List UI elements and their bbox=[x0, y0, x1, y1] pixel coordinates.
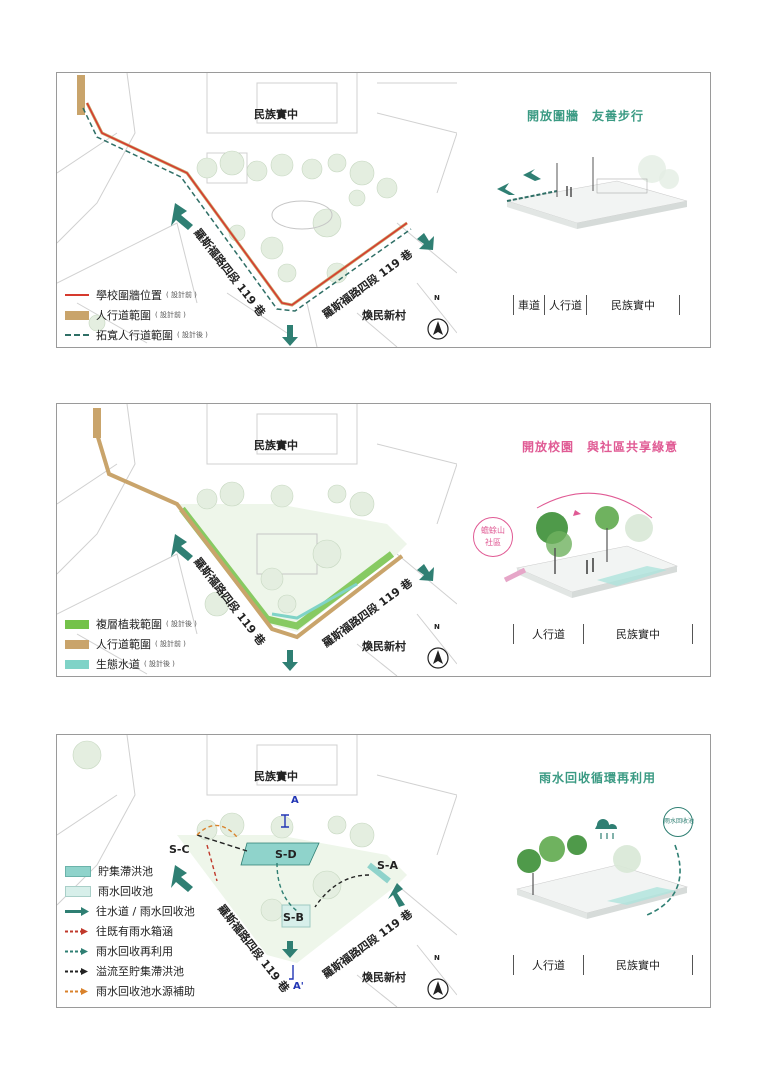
right-title: 開放圍牆 友善步行 bbox=[527, 109, 645, 123]
site-map-3 bbox=[57, 735, 457, 1007]
section-label: 人行道 bbox=[532, 628, 565, 641]
site-map-1 bbox=[57, 73, 457, 347]
mark-sd: S-D bbox=[275, 848, 297, 861]
north-label: N bbox=[434, 623, 440, 631]
map-title: 民族實中 bbox=[254, 439, 298, 452]
north-arrow-icon bbox=[427, 647, 449, 669]
section-label: 民族實中 bbox=[611, 299, 655, 312]
legend-item-sidewalk: 人行道範圍( 設計前 ) bbox=[65, 305, 208, 325]
dashed-arrow-icon bbox=[65, 987, 88, 995]
legend-3: 貯集滯洪池 雨水回收池 往水道 / 雨水回收池 往既有雨水箱涵 雨水回收再利用 … bbox=[65, 861, 195, 1001]
legend-2: 複層植栽範圍( 設計後 ) 人行道範圍( 設計前 ) 生態水道( 設計後 ) bbox=[65, 614, 197, 674]
section-label: 民族實中 bbox=[616, 628, 660, 641]
legend-item-sidewalk: 人行道範圍( 設計前 ) bbox=[65, 634, 197, 654]
section-labels-1: 車道 人行道 民族實中 bbox=[513, 295, 680, 315]
section-labels-3: 人行道 民族實中 bbox=[513, 955, 693, 975]
north-label: N bbox=[434, 294, 440, 302]
panel-rainwater: 民族實中 煥民新村 羅斯福路四段 119 巷 羅斯福路四段 119 巷 S-C … bbox=[56, 734, 711, 1008]
panel-open-campus: 民族實中 煥民新村 羅斯福路四段 119 巷 羅斯福路四段 119 巷 複層植栽… bbox=[56, 403, 711, 677]
legend-swatch bbox=[65, 310, 89, 320]
right-title: 雨水回收循環再利用 bbox=[539, 771, 657, 785]
mark-a-prime: A' bbox=[293, 981, 304, 992]
map-title: 民族實中 bbox=[254, 770, 298, 783]
legend-1: 學校圍牆位置( 設計前 ) 人行道範圍( 設計前 ) 拓寬人行道範圍( 設計後 … bbox=[65, 285, 208, 345]
legend-item-planting: 複層植栽範圍( 設計後 ) bbox=[65, 614, 197, 634]
recycle-pool-bubble: 雨水回收池 bbox=[663, 807, 694, 837]
village-label: 煥民新村 bbox=[362, 971, 406, 984]
village-label: 煥民新村 bbox=[362, 640, 406, 653]
site-map-2 bbox=[57, 404, 457, 676]
map-title: 民族實中 bbox=[254, 108, 298, 121]
street-illustration-1 bbox=[497, 155, 688, 229]
north-arrow-icon bbox=[427, 978, 449, 1000]
legend-swatch bbox=[65, 639, 89, 649]
legend-item-reuse: 雨水回收再利用 bbox=[65, 941, 195, 961]
right-title: 開放校園 與社區共享綠意 bbox=[522, 440, 679, 454]
community-bubble: 蟾蜍山 社區 bbox=[473, 517, 513, 557]
section-label: 人行道 bbox=[549, 299, 582, 312]
dashed-arrow-icon bbox=[65, 967, 88, 975]
legend-item-retention: 貯集滯洪池 bbox=[65, 861, 195, 881]
legend-swatch bbox=[65, 865, 91, 877]
mark-sb: S-B bbox=[283, 911, 304, 924]
legend-item-to-waterway: 往水道 / 雨水回收池 bbox=[65, 901, 195, 921]
dashed-arrow-icon bbox=[65, 927, 88, 935]
mark-sa: S-A bbox=[377, 859, 399, 872]
mark-sc: S-C bbox=[169, 843, 190, 856]
legend-item-overflow: 溢流至貯集滯洪池 bbox=[65, 961, 195, 981]
legend-swatch bbox=[65, 294, 89, 296]
legend-item-to-culvert: 往既有雨水箱涵 bbox=[65, 921, 195, 941]
section-label: 人行道 bbox=[532, 959, 565, 972]
north-arrow-icon bbox=[427, 318, 449, 340]
section-label: 車道 bbox=[518, 299, 540, 312]
panel-open-wall: 民族實中 煥民新村 羅斯福路四段 119 巷 羅斯福路四段 119 巷 學校圍牆… bbox=[56, 72, 711, 348]
legend-item-widen: 拓寬人行道範圍( 設計後 ) bbox=[65, 325, 208, 345]
arrow-right-icon bbox=[65, 906, 89, 916]
legend-swatch bbox=[65, 659, 89, 669]
rainwater-illustration-3 bbox=[515, 819, 689, 919]
north-label: N bbox=[434, 954, 440, 962]
legend-swatch bbox=[65, 885, 91, 897]
campus-illustration-2 bbox=[503, 492, 678, 598]
dashed-arrow-icon bbox=[65, 947, 88, 955]
legend-swatch bbox=[65, 619, 89, 629]
legend-item-supplement: 雨水回收池水源補助 bbox=[65, 981, 195, 1001]
village-label: 煥民新村 bbox=[362, 309, 406, 322]
section-labels-2: 人行道 民族實中 bbox=[513, 624, 693, 644]
legend-swatch bbox=[65, 334, 89, 336]
legend-item-recycle-pool: 雨水回收池 bbox=[65, 881, 195, 901]
mark-a: A bbox=[291, 795, 299, 806]
legend-item-waterway: 生態水道( 設計後 ) bbox=[65, 654, 197, 674]
section-label: 民族實中 bbox=[616, 959, 660, 972]
legend-item-wall: 學校圍牆位置( 設計前 ) bbox=[65, 285, 208, 305]
